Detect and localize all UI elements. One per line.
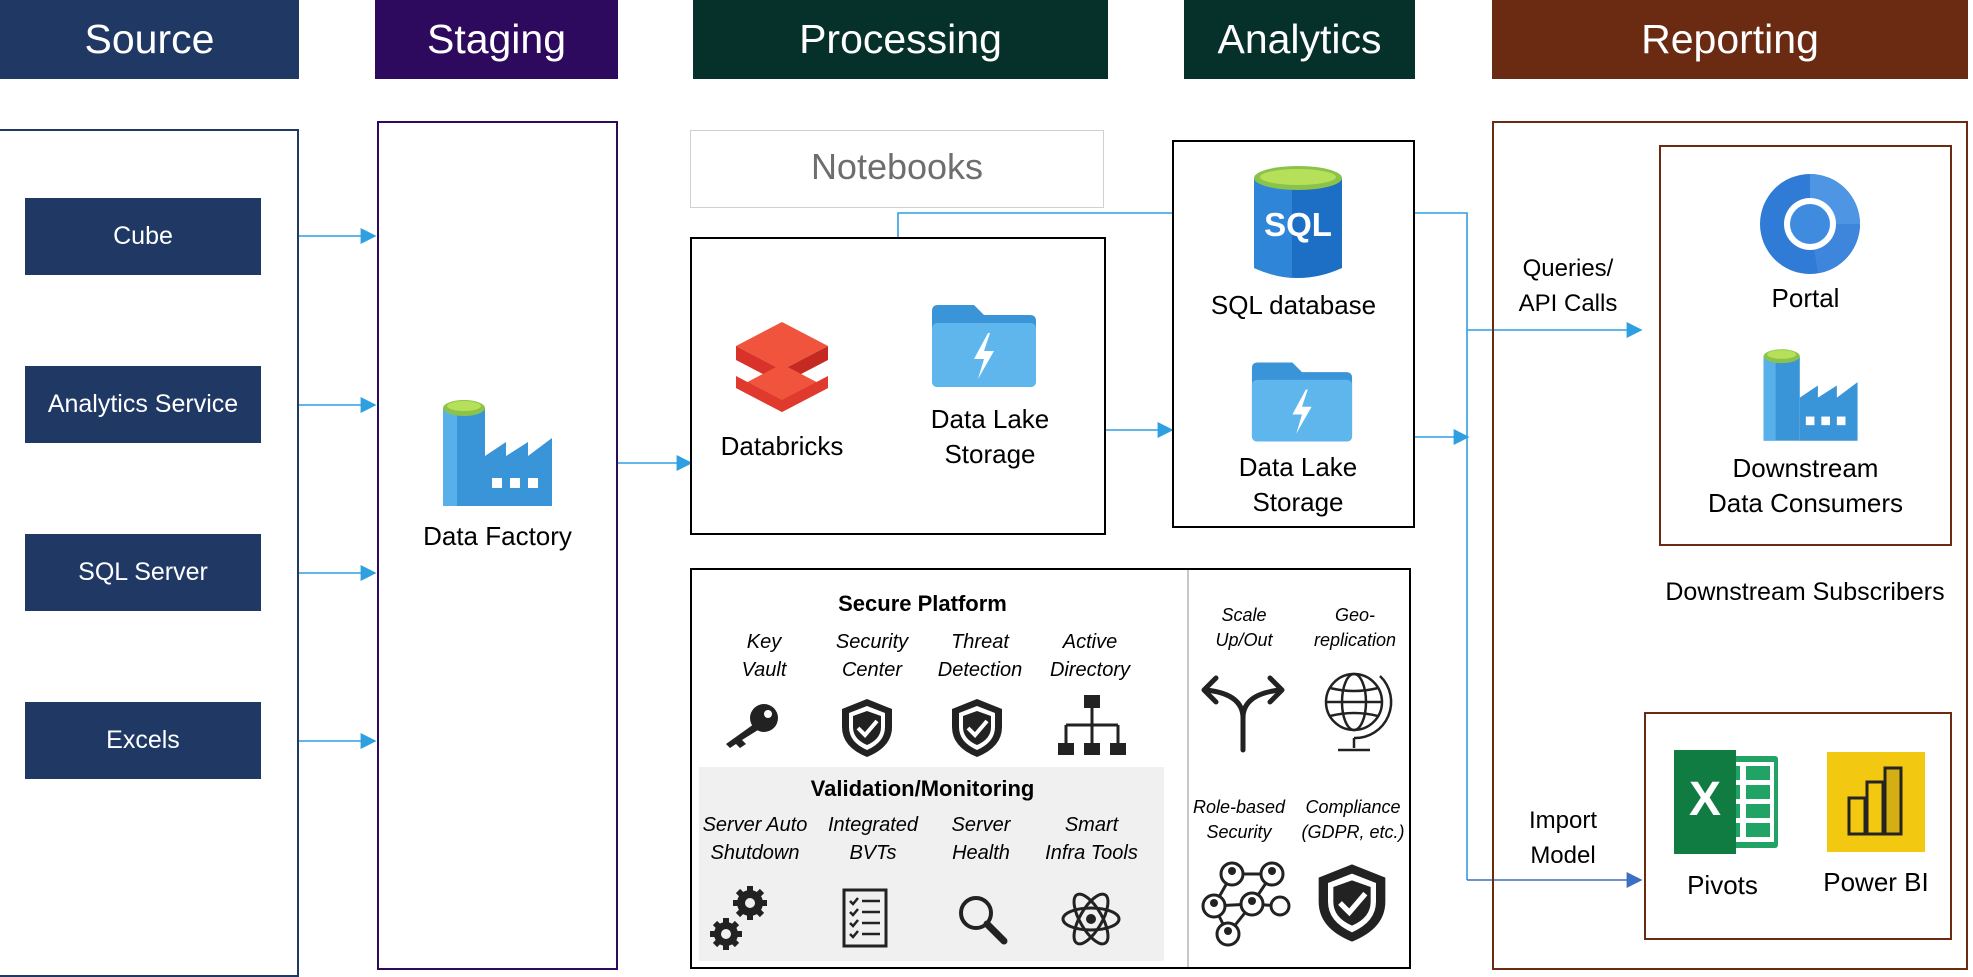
header-processing: Processing: [693, 0, 1108, 79]
secure-platform-title: Secure Platform: [838, 591, 1007, 616]
geo-label-2: replication: [1313, 630, 1397, 650]
portal-label: Portal: [1771, 283, 1840, 313]
sql-database-label: SQL database: [1210, 290, 1377, 320]
scale-label-1: Scale: [1221, 605, 1267, 625]
smart-infra-tools-label-1: Smart: [1064, 814, 1119, 836]
reporting-container: [1492, 121, 1968, 970]
excel-letter: X: [1688, 773, 1721, 826]
source-item-analytics-service: Analytics Service: [25, 366, 261, 443]
downstream-label-1: Downstream: [1732, 453, 1879, 483]
processing-datalake-label-1: Data Lake: [930, 404, 1050, 434]
source-item-sql-server: SQL Server: [25, 534, 261, 611]
downstream-factory-icon: [1763, 349, 1858, 441]
header-staging: Staging: [375, 0, 618, 79]
validation-title: Validation/Monitoring: [810, 776, 1035, 801]
role-security-label-2: Security: [1206, 822, 1272, 842]
analytics-datalake-label-2: Storage: [1252, 487, 1344, 517]
staging-container: [377, 121, 618, 970]
split-arrows-icon: [1201, 675, 1285, 753]
key-icon: [726, 704, 778, 748]
integrated-bvts-label-2: BVTs: [849, 842, 897, 864]
smart-infra-tools-label-2: Infra Tools: [1045, 842, 1138, 864]
checklist-icon: [842, 888, 888, 948]
source-container: [0, 129, 299, 977]
power-bi-label: Power BI: [1823, 867, 1929, 897]
threat-detection-label-1: Threat: [951, 631, 1009, 653]
scale-label-2: Up/Out: [1215, 630, 1273, 650]
notebooks-box: [690, 130, 1104, 208]
threat-detection-shield-icon: [952, 699, 1002, 757]
org-chart-icon: [1058, 695, 1126, 755]
analytics-datalake-label-1: Data Lake: [1238, 452, 1358, 482]
sql-badge-text: SQL: [1264, 206, 1332, 243]
data-lake-storage-icon: [932, 305, 1036, 387]
sql-database-icon: [1254, 166, 1342, 278]
analytics-data-lake-icon: [1251, 362, 1353, 442]
source-item-cube: Cube: [25, 198, 261, 275]
source-item-excels: Excels: [25, 702, 261, 779]
header-analytics: Analytics: [1184, 0, 1415, 79]
queries-label-1: Queries/: [1522, 255, 1614, 282]
header-source: Source: [0, 0, 299, 79]
platform-divider: [1187, 570, 1189, 967]
key-vault-label-1: Key: [746, 631, 782, 653]
active-directory-label-2: Directory: [1049, 659, 1130, 681]
header-reporting: Reporting: [1492, 0, 1968, 79]
server-auto-shutdown-label-1: Server Auto: [702, 814, 808, 836]
downstream-label-2: Data Consumers: [1707, 488, 1904, 518]
import-label-2: Model: [1530, 842, 1596, 869]
data-factory-label: Data Factory: [423, 521, 572, 551]
compliance-label-1: Compliance: [1305, 797, 1401, 817]
compliance-shield-icon: [1318, 864, 1386, 942]
power-bi-icon: [1827, 752, 1925, 852]
magnifier-icon: [959, 896, 1008, 945]
geo-label-1: Geo-: [1334, 605, 1376, 625]
server-auto-shutdown-label-2: Shutdown: [710, 842, 800, 864]
gears-icon: [710, 886, 767, 950]
server-health-label-1: Server: [951, 814, 1011, 836]
integrated-bvts-label-1: Integrated: [827, 814, 919, 836]
databricks-icon: [736, 322, 828, 412]
queries-label-2: API Calls: [1518, 290, 1618, 317]
security-center-label-1: Security: [835, 631, 909, 653]
processing-datalake-label-2: Storage: [944, 439, 1036, 469]
globe-icon: [1324, 672, 1393, 752]
excel-icon: [1674, 750, 1778, 854]
atom-icon: [1061, 892, 1121, 946]
portal-browser-icon: [1760, 174, 1860, 274]
active-directory-label-1: Active: [1062, 631, 1118, 653]
key-vault-label-2: Vault: [741, 659, 787, 681]
server-health-label-2: Health: [952, 842, 1010, 864]
threat-detection-label-2: Detection: [937, 659, 1023, 681]
role-security-label-1: Role-based: [1192, 797, 1286, 817]
import-label-1: Import: [1528, 807, 1597, 834]
security-center-label-2: Center: [841, 659, 903, 681]
network-users-icon: [1201, 861, 1291, 947]
compliance-label-2: (GDPR, etc.): [1301, 822, 1405, 842]
data-factory-icon: [443, 400, 552, 506]
downstream-subscribers-label: Downstream Subscribers: [1665, 578, 1945, 606]
security-center-shield-icon: [842, 699, 892, 757]
pivots-label: Pivots: [1687, 870, 1758, 900]
databricks-label: Databricks: [720, 431, 844, 461]
notebooks-label: Notebooks: [810, 146, 984, 187]
